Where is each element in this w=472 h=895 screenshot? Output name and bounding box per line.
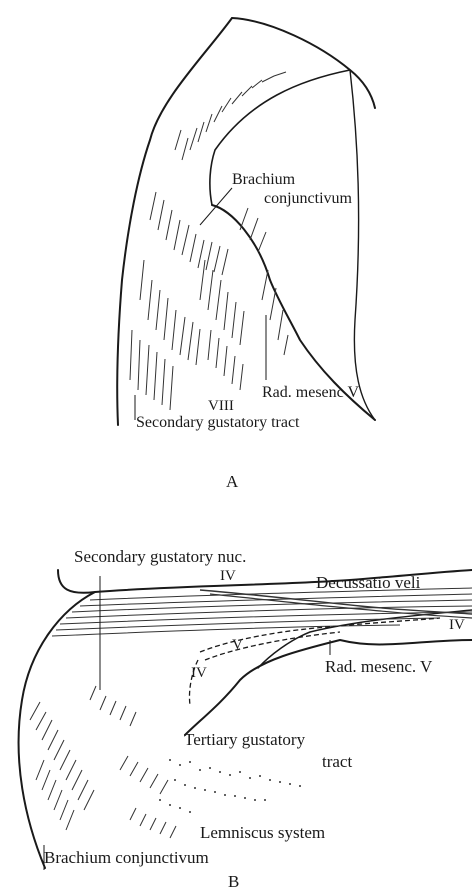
figure-b-lower-contour bbox=[185, 640, 472, 735]
figure-b-brachium-fibers bbox=[30, 686, 176, 838]
label-tract: tract bbox=[322, 753, 352, 770]
label-iv-left: IV bbox=[191, 666, 207, 681]
label-lemniscus-system: Lemniscus system bbox=[200, 824, 325, 841]
label-v: V bbox=[232, 638, 243, 653]
label-decussatio-veli: Decussatio veli bbox=[316, 574, 420, 591]
label-iv-top: IV bbox=[220, 569, 236, 584]
figure-b-decussation-fibers bbox=[52, 588, 472, 636]
label-secondary-gustatory-nuc: Secondary gustatory nuc. bbox=[74, 548, 246, 565]
label-brachium-conjunctivum: Brachium conjunctivum bbox=[44, 849, 209, 866]
figure-b-outer-curve bbox=[19, 592, 95, 868]
label-tertiary-gustatory: Tertiary gustatory bbox=[184, 731, 305, 748]
panel-letter-b: B bbox=[228, 873, 239, 890]
label-rad-mesenc-b: Rad. mesenc. V bbox=[325, 658, 432, 675]
figure-b-stipple bbox=[159, 759, 301, 813]
label-iv-right: IV bbox=[449, 618, 465, 633]
